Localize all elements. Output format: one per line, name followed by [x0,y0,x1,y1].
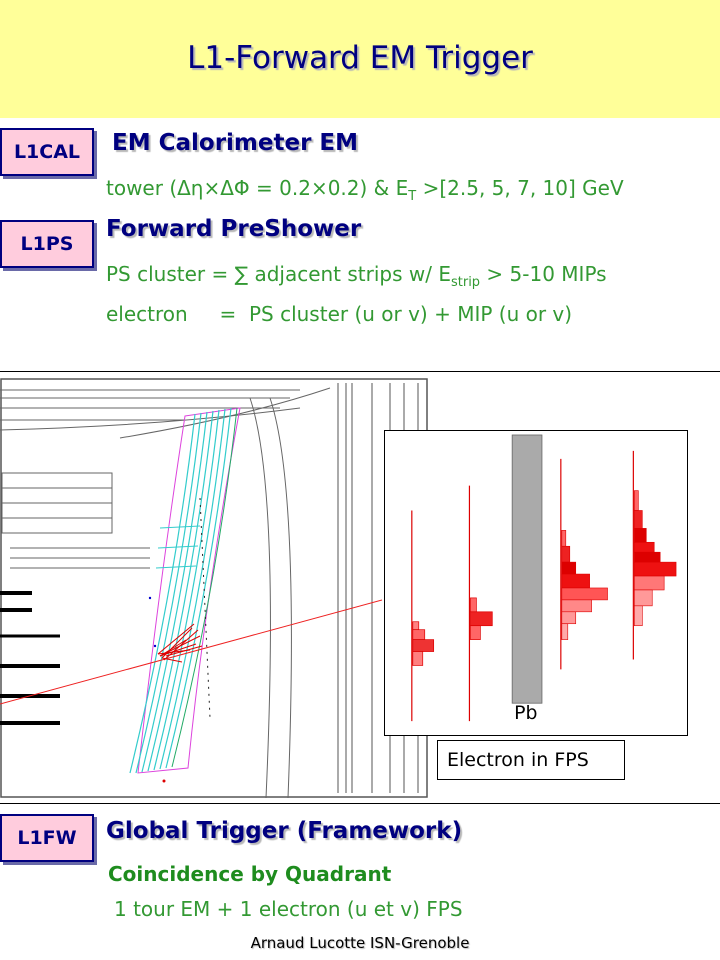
tag-l1ps: L1PS [0,220,94,268]
tag-l1fw: L1FW [0,814,94,862]
figure-caption: Electron in FPS [437,740,625,780]
shower-profile-inset: Pb [384,430,688,736]
divider-bottom [0,803,720,804]
heading-global-trigger: Global Trigger (Framework) [106,818,463,844]
heading-forward-preshower: Forward PreShower [106,216,362,242]
electron-condition: electron = PS cluster (u or v) + MIP (u … [106,302,573,326]
title-banner: L1-Forward EM Trigger [0,0,720,118]
detector-cross-section [0,378,428,798]
em-tower-condition: tower (Δη×ΔΦ = 0.2×0.2) & ET >[2.5, 5, 7… [106,176,624,204]
slide-title: L1-Forward EM Trigger [187,40,533,76]
global-trigger-condition: 1 tour EM + 1 electron (u et v) FPS [114,897,463,921]
subheading-coincidence: Coincidence by Quadrant [108,862,392,886]
slide-footer: Arnaud Lucotte ISN-Grenoble [250,934,470,952]
inset-label-pb: Pb [514,702,537,724]
ps-cluster-condition: PS cluster = ∑ adjacent strips w/ Estrip… [106,262,607,290]
divider-top [0,371,720,372]
tag-l1cal: L1CAL [0,128,94,176]
heading-em-calorimeter: EM Calorimeter EM [112,130,359,156]
